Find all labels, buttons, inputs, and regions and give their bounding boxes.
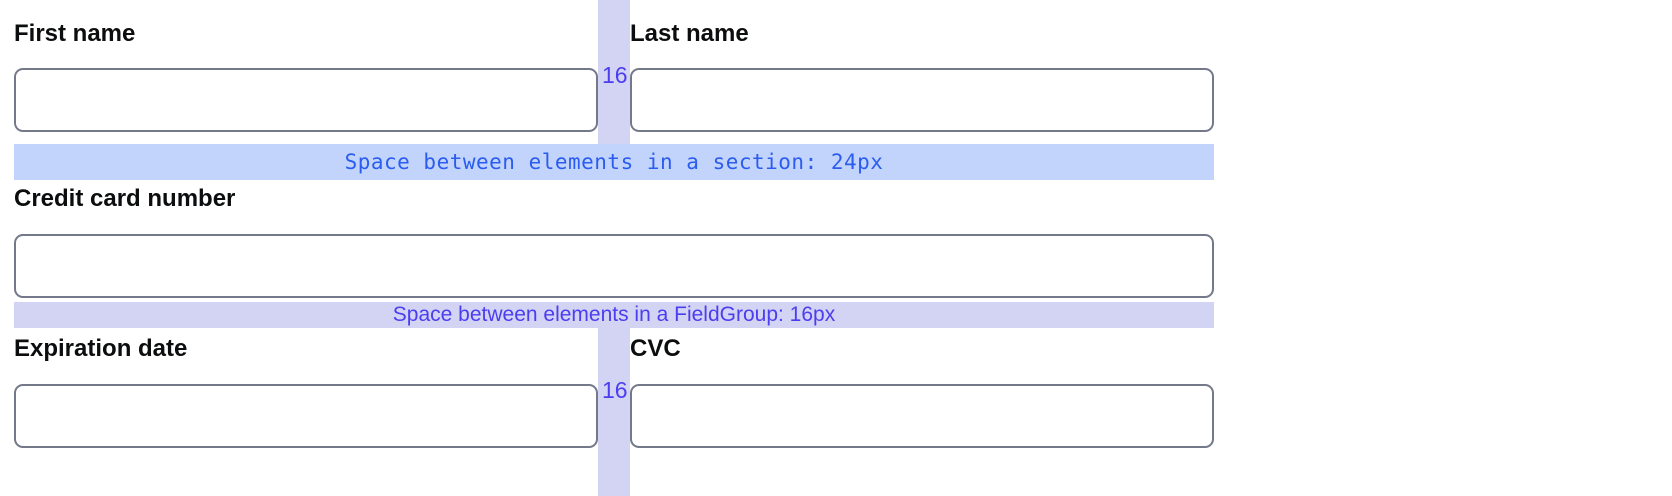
field-label-credit-card-number: Credit card number (14, 185, 236, 212)
field-label-cvc: CVC (630, 335, 681, 362)
field-input-first-name[interactable] (14, 68, 598, 132)
annotation-text-fieldgroup-gap: Space between elements in a FieldGroup: … (392, 303, 836, 326)
column-gap-strip-card-row (598, 326, 630, 496)
field-input-credit-card-number[interactable] (14, 234, 1214, 298)
field-label-last-name: Last name (630, 20, 749, 47)
annotation-bar-fieldgroup-gap: Space between elements in a FieldGroup: … (14, 302, 1214, 328)
column-gap-label-name-row: 16 (602, 62, 628, 88)
field-input-expiration-date[interactable] (14, 384, 598, 448)
annotation-text-section-gap: Space between elements in a section: 24p… (344, 150, 884, 174)
field-label-expiration-date: Expiration date (14, 335, 188, 362)
annotation-bar-section-gap: Space between elements in a section: 24p… (14, 144, 1214, 180)
field-input-cvc[interactable] (630, 384, 1214, 448)
field-input-last-name[interactable] (630, 68, 1214, 132)
field-label-first-name: First name (14, 20, 136, 47)
column-gap-label-card-row: 16 (602, 377, 628, 403)
column-gap-strip-name-row (598, 0, 630, 145)
